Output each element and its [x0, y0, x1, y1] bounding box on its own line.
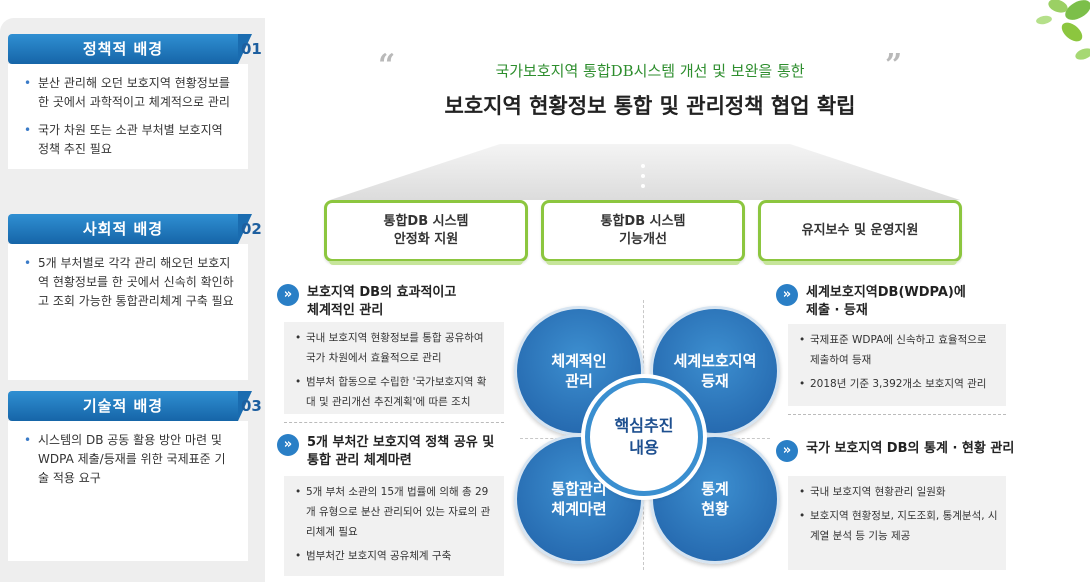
- section-header: 기술적 배경 03: [8, 391, 266, 421]
- divider: [284, 422, 504, 423]
- page-title: 보호지역 현황정보 통합 및 관리정책 협업 확립: [444, 93, 856, 118]
- section-title: 기술적 배경: [8, 391, 252, 421]
- goal-box-maintenance: 유지보수 및 운영지원: [758, 200, 962, 265]
- block-bullet: 국내 보호지역 현황정보를 통합 공유하여 국가 차원에서 효율적으로 관리: [294, 328, 496, 368]
- double-arrow-icon: »: [776, 284, 798, 306]
- open-quote-icon: “: [378, 48, 396, 83]
- block-header: » 보호지역 DB의 효과적이고 체계적인 관리: [277, 284, 456, 320]
- section-social: 사회적 배경 02 5개 부처별로 각각 관리 해오던 보호지역 현황정보를 한…: [8, 214, 266, 380]
- section-header: 사회적 배경 02: [8, 214, 266, 244]
- block-header: » 세계보호지역DB(WDPA)에 제출 · 등재: [776, 284, 966, 320]
- section-bullet: 분산 관리해 오던 보호지역 현황정보를 한 곳에서 과학적이고 체계적으로 관…: [22, 74, 236, 112]
- section-title: 사회적 배경: [8, 214, 252, 244]
- block-bullet: 국제표준 WDPA에 신속하고 효율적으로 제출하여 등재: [798, 330, 998, 370]
- goal-box-feature: 통합DB 시스템 기능개선: [541, 200, 745, 265]
- section-body: 분산 관리해 오던 보호지역 현황정보를 한 곳에서 과학적이고 체계적으로 관…: [8, 64, 248, 169]
- block-bullet: 범부처 합동으로 수립한 '국가보호지역 확대 및 관리개선 추진계획'에 따른…: [294, 372, 496, 412]
- circle-systematic: 체계적인 관리: [514, 306, 644, 436]
- section-body: 시스템의 DB 공동 활용 방안 마련 및 WDPA 제출/등재를 위한 국제표…: [8, 421, 248, 561]
- divider: [788, 414, 1006, 415]
- block-body: 국내 보호지역 현황관리 일원화 보호지역 현황정보, 지도조회, 통계분석, …: [788, 476, 1006, 570]
- section-bullet: 5개 부처별로 각각 관리 해오던 보호지역 현황정보를 한 곳에서 신속히 확…: [22, 254, 236, 311]
- block-bullet: 보호지역 현황정보, 지도조회, 통계분석, 시계열 분석 등 기능 제공: [798, 506, 998, 546]
- section-number: 01: [241, 40, 262, 58]
- block-bullet: 5개 부처 소관의 15개 법률에 의해 총 29개 유형으로 분산 관리되어 …: [294, 482, 496, 542]
- close-quote-icon: ”: [885, 48, 903, 83]
- block-header: » 국가 보호지역 DB의 통계 · 현황 관리: [776, 440, 1014, 462]
- block-header: » 5개 부처간 보호지역 정책 공유 및 통합 관리 체계마련: [277, 434, 494, 470]
- leaf-decoration-icon: [1036, 0, 1090, 60]
- double-arrow-icon: »: [776, 440, 798, 462]
- funnel-shape: [330, 144, 960, 200]
- section-bullet: 국가 차원 또는 소관 부처별 보호지역 정책 추진 필요: [22, 121, 236, 159]
- block-title: 보호지역 DB의 효과적이고 체계적인 관리: [307, 285, 457, 318]
- block-title: 5개 부처간 보호지역 정책 공유 및 통합 관리 체계마련: [307, 435, 495, 468]
- section-policy: 정책적 배경 01 분산 관리해 오던 보호지역 현황정보를 한 곳에서 과학적…: [8, 34, 266, 169]
- block-bullet: 국내 보호지역 현황관리 일원화: [798, 482, 998, 502]
- block-title: 세계보호지역DB(WDPA)에 제출 · 등재: [806, 285, 966, 318]
- goal-box-stability: 통합DB 시스템 안정화 지원: [324, 200, 528, 265]
- center-circle-core: 핵심추진 내용: [585, 378, 703, 496]
- page-subtitle: 국가보호지역 통합DB시스템 개선 및 보완을 통한: [495, 62, 805, 80]
- double-arrow-icon: »: [277, 434, 299, 456]
- section-number: 02: [241, 220, 262, 238]
- block-bullet: 범부처간 보호지역 공유체계 구축: [294, 546, 496, 566]
- block-body: 국제표준 WDPA에 신속하고 효율적으로 제출하여 등재 2018년 기준 3…: [788, 324, 1006, 406]
- section-title: 정책적 배경: [8, 34, 252, 64]
- section-header: 정책적 배경 01: [8, 34, 266, 64]
- section-technical: 기술적 배경 03 시스템의 DB 공동 활용 방안 마련 및 WDPA 제출/…: [8, 391, 266, 561]
- block-body: 5개 부처 소관의 15개 법률에 의해 총 29개 유형으로 분산 관리되어 …: [284, 476, 504, 576]
- block-title: 국가 보호지역 DB의 통계 · 현황 관리: [806, 441, 1015, 456]
- block-body: 국내 보호지역 현황정보를 통합 공유하여 국가 차원에서 효율적으로 관리 범…: [284, 322, 504, 414]
- double-arrow-icon: »: [277, 284, 299, 306]
- block-bullet: 2018년 기준 3,392개소 보호지역 관리: [798, 374, 998, 394]
- section-body: 5개 부처별로 각각 관리 해오던 보호지역 현황정보를 한 곳에서 신속히 확…: [8, 244, 248, 380]
- section-number: 03: [241, 397, 262, 415]
- section-bullet: 시스템의 DB 공동 활용 방안 마련 및 WDPA 제출/등재를 위한 국제표…: [22, 431, 236, 488]
